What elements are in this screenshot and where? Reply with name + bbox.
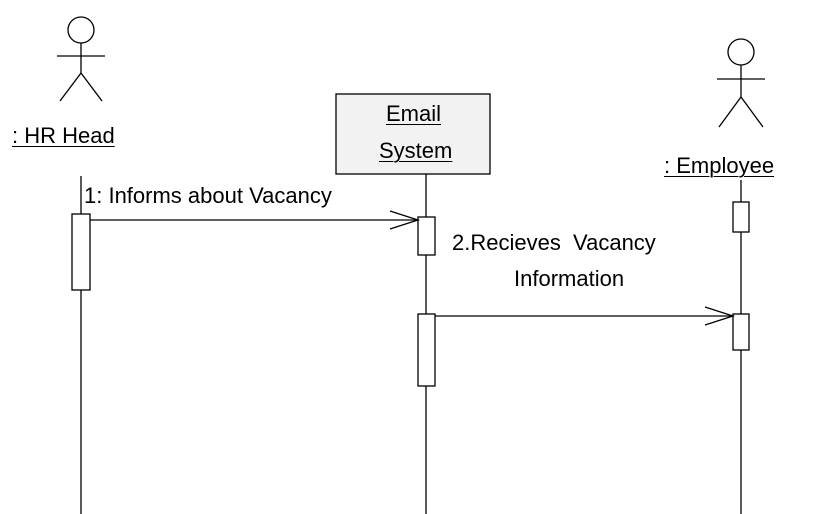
employee-activation-1 bbox=[732, 201, 750, 233]
hr-head-label: : HR Head bbox=[12, 123, 115, 148]
hr-head-actor-figure bbox=[57, 16, 105, 102]
message-2-label-line2: Information bbox=[514, 266, 625, 291]
message-1-arrow bbox=[90, 210, 421, 230]
email-system-object-box bbox=[335, 93, 491, 175]
employee-activation-2 bbox=[732, 313, 750, 351]
message-2-label-line1: 2.Recieves Vacancy bbox=[452, 230, 656, 255]
employee-actor-figure bbox=[717, 38, 765, 128]
email-system-label-line2: System bbox=[379, 138, 453, 163]
message-1-label: 1: Informs about Vacancy bbox=[84, 183, 332, 208]
message-2-arrow bbox=[435, 306, 736, 326]
email-system-activation-1 bbox=[417, 216, 436, 256]
email-system-label-line1: Email bbox=[386, 101, 442, 126]
hr-head-activation bbox=[71, 213, 91, 291]
email-system-activation-2 bbox=[417, 313, 436, 387]
employee-label: : Employee bbox=[664, 153, 775, 178]
